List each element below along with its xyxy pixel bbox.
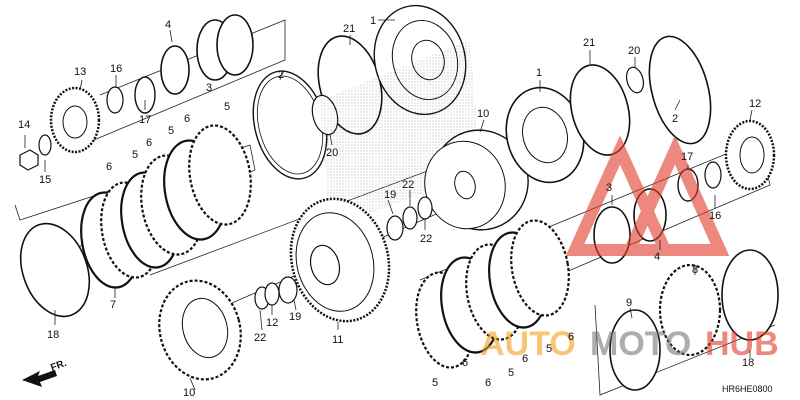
callout-15: 15 xyxy=(39,174,51,186)
callout-21-left: 21 xyxy=(343,23,355,35)
leader-lines xyxy=(24,19,753,391)
callout-22-top: 22 xyxy=(402,179,414,191)
callout-6-f: 6 xyxy=(522,353,528,365)
seal-ring-2-right xyxy=(648,35,712,145)
washer-16-right xyxy=(704,161,722,189)
callout-6-c: 6 xyxy=(106,161,112,173)
ring-17-left xyxy=(134,76,156,114)
watermark-logo: AUTO MOTO HUB xyxy=(480,135,779,363)
callout-21-right: 21 xyxy=(583,37,595,49)
callout-5-e: 5 xyxy=(508,367,514,379)
callout-16-left: 16 xyxy=(110,63,122,75)
callout-13: 13 xyxy=(74,66,86,78)
clutch-pack-right xyxy=(415,219,570,369)
callout-6-d: 6 xyxy=(462,357,468,369)
callout-3-left: 3 xyxy=(206,82,212,94)
callout-10-top: 10 xyxy=(477,108,489,120)
washer-15 xyxy=(38,134,52,156)
clutch-plate-8 xyxy=(658,263,722,357)
washer-22-upper xyxy=(402,196,433,230)
washer-22-lower xyxy=(254,282,280,310)
needle-bearing-19-upper xyxy=(386,215,404,241)
callout-1-right: 1 xyxy=(536,67,542,79)
callout-8: 8 xyxy=(692,264,698,276)
snap-ring-18-left xyxy=(19,222,91,318)
front-label: FR. xyxy=(49,358,68,374)
callout-4-left: 4 xyxy=(165,19,171,31)
callout-12-low: 12 xyxy=(266,317,278,329)
snap-ring-18-right xyxy=(721,249,779,341)
callout-labels: 1 21 4 13 16 3 17 2 14 15 20 5 6 5 6 5 6… xyxy=(18,15,761,399)
callout-17-right: 17 xyxy=(681,151,693,163)
diagram-code: HR6HE0800 xyxy=(722,384,773,394)
o-ring-20-right xyxy=(625,66,645,94)
spring-3-left xyxy=(196,14,254,81)
callout-5-b: 5 xyxy=(168,125,174,137)
callout-9: 9 xyxy=(626,297,632,309)
callout-6-g: 6 xyxy=(568,331,574,343)
plate-4-left xyxy=(160,45,190,95)
callout-1-top: 1 xyxy=(370,15,376,27)
callout-6-a: 6 xyxy=(184,113,190,125)
gear-13 xyxy=(49,86,101,154)
ring-9 xyxy=(609,309,661,391)
callout-20-left: 20 xyxy=(326,147,338,159)
callout-6-b: 6 xyxy=(146,137,152,149)
front-direction-arrow: FR. xyxy=(22,358,68,387)
gear-12 xyxy=(724,119,776,191)
callout-2-right: 2 xyxy=(672,113,678,125)
callout-2-left: 2 xyxy=(278,69,284,81)
clutch-drum-10-bottom xyxy=(158,279,242,381)
callout-18-left: 18 xyxy=(47,329,59,341)
callout-5-c: 5 xyxy=(132,149,138,161)
callout-6-e: 6 xyxy=(485,377,491,389)
callout-10-bottom: 10 xyxy=(183,387,195,399)
callout-7: 7 xyxy=(110,299,116,311)
callout-14: 14 xyxy=(18,119,30,131)
washer-16-left xyxy=(106,86,124,114)
callout-18-right: 18 xyxy=(742,357,754,369)
callout-12: 12 xyxy=(749,98,761,110)
callout-22-lower: 22 xyxy=(254,332,266,344)
nut-14 xyxy=(19,149,39,171)
callout-19-top: 19 xyxy=(384,189,396,201)
callout-5-f: 5 xyxy=(546,343,552,355)
callout-16-right: 16 xyxy=(709,210,721,222)
clutch-pack-left xyxy=(80,124,252,289)
gear-hub-11 xyxy=(289,197,391,323)
callout-11: 11 xyxy=(332,334,343,346)
needle-bearing-19-lower xyxy=(278,276,298,304)
callout-4-right: 4 xyxy=(654,251,660,263)
callout-20-right: 20 xyxy=(628,45,640,57)
watermark-moto: MOTO xyxy=(590,325,691,363)
callout-17-left: 17 xyxy=(139,114,151,126)
callout-22-mid: 22 xyxy=(420,233,432,245)
callout-19-lower: 19 xyxy=(289,311,301,323)
callout-5-d: 5 xyxy=(432,377,438,389)
clutch-drum-10-top xyxy=(424,129,529,231)
watermark-auto: AUTO xyxy=(480,325,576,363)
watermark-hub: HUB xyxy=(705,325,779,363)
callout-5-a: 5 xyxy=(224,101,230,113)
callout-3-right: 3 xyxy=(606,182,612,194)
